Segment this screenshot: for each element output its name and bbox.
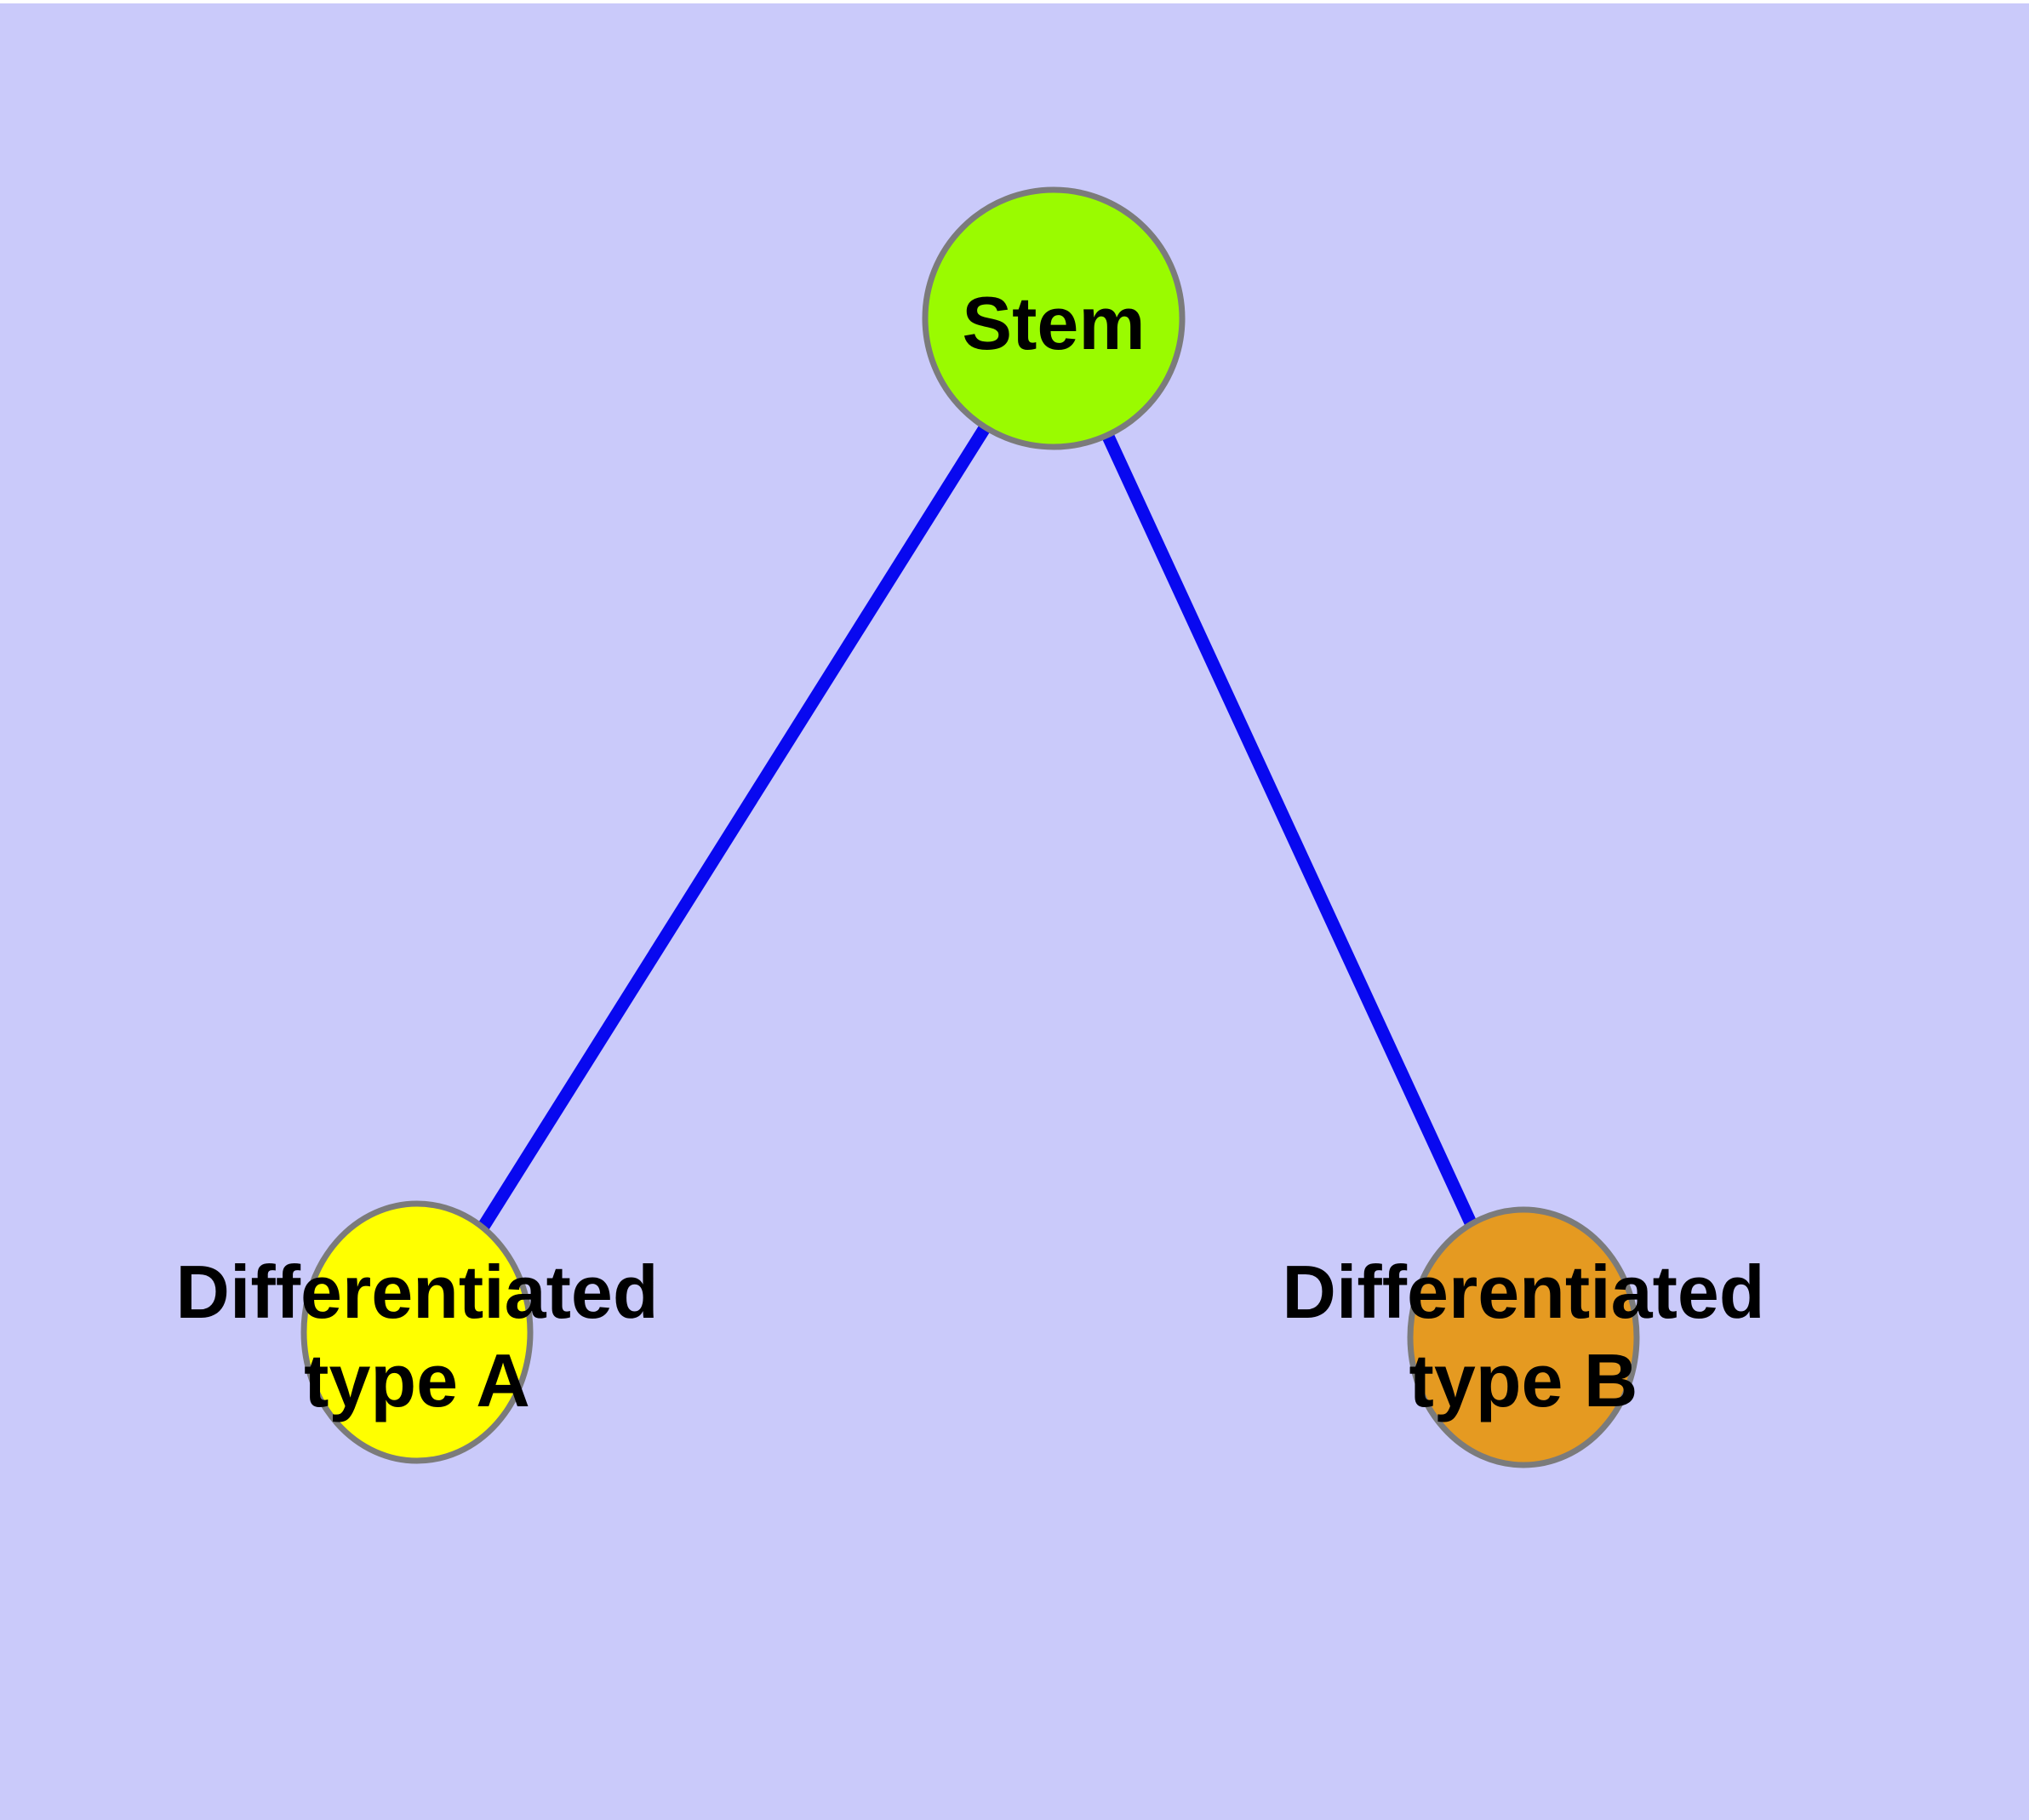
edge-stem-to-type-a [411, 315, 1060, 1336]
node-stem[interactable] [922, 186, 1186, 450]
node-differentiated-type-a-label-line2: type A [304, 1338, 530, 1422]
node-differentiated-type-a-label-line1: Differentiated [175, 1250, 658, 1334]
node-differentiated-type-b-label-line1: Differentiated [1282, 1250, 1764, 1334]
node-differentiated-type-b-label-line2: type B [1409, 1338, 1638, 1422]
node-stem-label: Stem [962, 281, 1145, 365]
node-differentiated-type-a[interactable] [300, 1200, 534, 1464]
node-differentiated-type-b[interactable] [1407, 1206, 1640, 1468]
edge-stem-to-type-b [1048, 315, 1529, 1341]
